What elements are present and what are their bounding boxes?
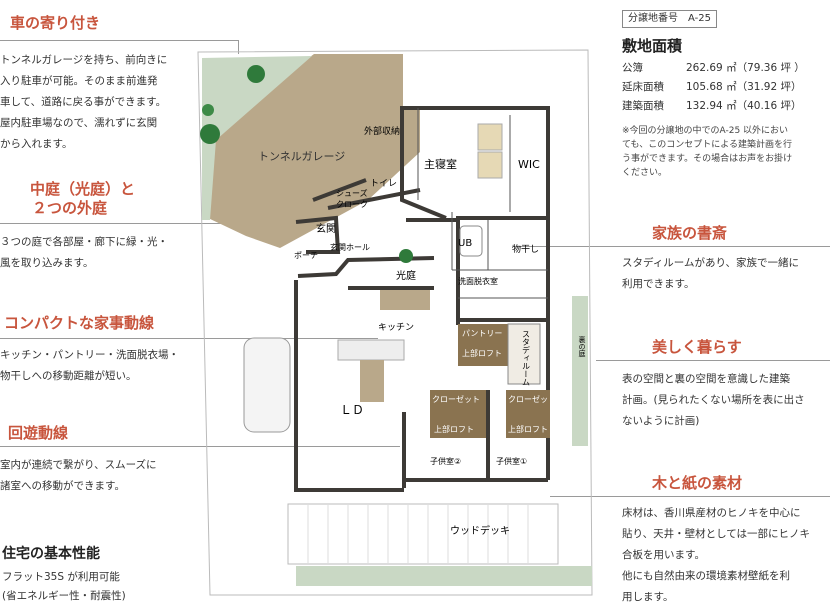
feature-title: 回遊動線 — [8, 424, 69, 442]
feature-title: 木と紙の素材 — [652, 474, 743, 492]
plan-label-porch: ポーチ — [294, 251, 318, 260]
feature-title-line-1: 中庭（光庭）と — [30, 180, 136, 198]
area-note: ※今回の分譲地の中でのA-25 以外におい ても、このコンセプトによる建築計画を… — [622, 126, 793, 178]
plan-label-study: スタディルーム — [522, 330, 531, 386]
plan-label-ub: UB — [458, 238, 472, 249]
plan-label-garden: 裏の庭 — [578, 335, 586, 358]
wood-deck — [287, 503, 559, 565]
feature-title: 車の寄り付き — [10, 14, 101, 32]
bed-icon — [477, 151, 503, 179]
kitchen-counter — [380, 290, 430, 310]
bathtub-icon — [459, 225, 483, 257]
plan-label-toilet: トイレ — [370, 179, 397, 189]
lot-number-badge: 分譲地番号 A-25 — [622, 10, 717, 28]
east-planting — [572, 296, 588, 446]
plan-label-closet-a: クローゼット — [432, 394, 480, 404]
feature-title: コンパクトな家事動線 — [4, 314, 155, 332]
plan-label-deck: ウッドデッキ — [450, 524, 510, 537]
leader-line — [520, 246, 830, 247]
plan-label-loft: 上部ロフト — [462, 348, 502, 358]
leader-line — [0, 223, 296, 224]
leader-line — [550, 496, 830, 497]
plan-label-kitchen: キッチン — [378, 322, 414, 333]
plan-label-entrance: 玄関 — [316, 222, 336, 235]
study-room — [507, 323, 541, 385]
car-icon — [243, 337, 291, 433]
closet-loft-b — [506, 390, 550, 438]
plan-label-garage: トンネルガレージ — [258, 150, 345, 163]
site-area-title: 敷地面積 — [622, 37, 683, 55]
plan-label-drying: 物干し — [512, 243, 539, 255]
feature-body: スタディルームがあり、家族で一緒に 利用できます。 — [622, 257, 800, 290]
plan-label-child1: 子供室① — [496, 456, 527, 466]
kitchen-island — [337, 339, 405, 361]
plan-label-shoes: クローク — [336, 200, 368, 209]
bed-icon — [477, 123, 503, 151]
leader-line — [0, 338, 378, 339]
plan-label-outer-storage: 外部収納 — [364, 125, 400, 137]
feature-body: 床材は、香川県産材のヒノキを中心に 貼り、天井・壁材としては一部にヒノキ 合板を… — [622, 507, 811, 603]
shrub-icon — [200, 124, 220, 144]
plan-label-hall: 玄関ホール — [330, 242, 370, 252]
site-boundary — [197, 49, 593, 596]
feature-body: 室内が連続で繋がり、スムーズに 諸室への移動ができます。 — [0, 459, 157, 492]
garage-planting — [202, 56, 312, 220]
house-walls — [294, 106, 550, 492]
plan-label-loft-a: 上部ロフト — [434, 424, 474, 434]
pantry-loft — [458, 324, 508, 366]
basic-performance-body: フラット35S が利用可能 (省エネルギー性・耐震性) — [2, 571, 126, 602]
basic-performance-title: 住宅の基本性能 — [2, 546, 100, 562]
closet-loft-a — [430, 390, 486, 438]
shrub-icon — [247, 65, 265, 83]
floor-plan: トンネルガレージ — [197, 49, 593, 596]
leader-line — [596, 360, 830, 361]
plan-label-wic: WIC — [518, 158, 540, 171]
plan-label-closet-b: クローゼット — [508, 394, 556, 404]
feature-body: ３つの庭で各部屋・廊下に緑・光・ 風を取り込みます。 — [0, 236, 168, 269]
feature-title-line-2: ２つの外庭 — [32, 199, 108, 217]
plan-label-ld: ＬＤ — [340, 403, 364, 417]
plan-label-loft-b: 上部ロフト — [508, 424, 548, 434]
plan-label-pantry: パントリー — [462, 329, 502, 338]
dining-table — [360, 360, 384, 402]
leader-line — [0, 40, 238, 41]
plan-label-washroom: 洗面脱衣室 — [458, 276, 498, 286]
courtyard-tree-icon — [399, 249, 413, 263]
plan-label-master: 主寝室 — [424, 157, 457, 171]
leader-line — [238, 40, 239, 54]
feature-body: キッチン・パントリー・洗面脱衣場・ 物干しへの移動距離が短い。 — [0, 349, 180, 382]
house-inner-lines — [417, 108, 548, 299]
feature-body: トンネルガレージを持ち、前向きに 入り駐車が可能。そのまま前進発 車して、道路に… — [0, 54, 168, 150]
south-planting — [296, 566, 592, 586]
feature-body: 表の空間と裏の空間を意識した建築 計画。(見られたくない場所を表に出さ ないよう… — [622, 373, 805, 427]
feature-title: 家族の書斎 — [652, 224, 728, 242]
shrub-icon — [202, 104, 214, 116]
plan-label-child2: 子供室② — [430, 456, 461, 466]
feature-title: 美しく暮らす — [652, 338, 742, 356]
leader-line — [0, 446, 400, 447]
deck-planks — [307, 504, 529, 564]
plan-label-shoes: シューズ — [336, 188, 368, 198]
plan-label-courtyard: 光庭 — [396, 269, 416, 282]
